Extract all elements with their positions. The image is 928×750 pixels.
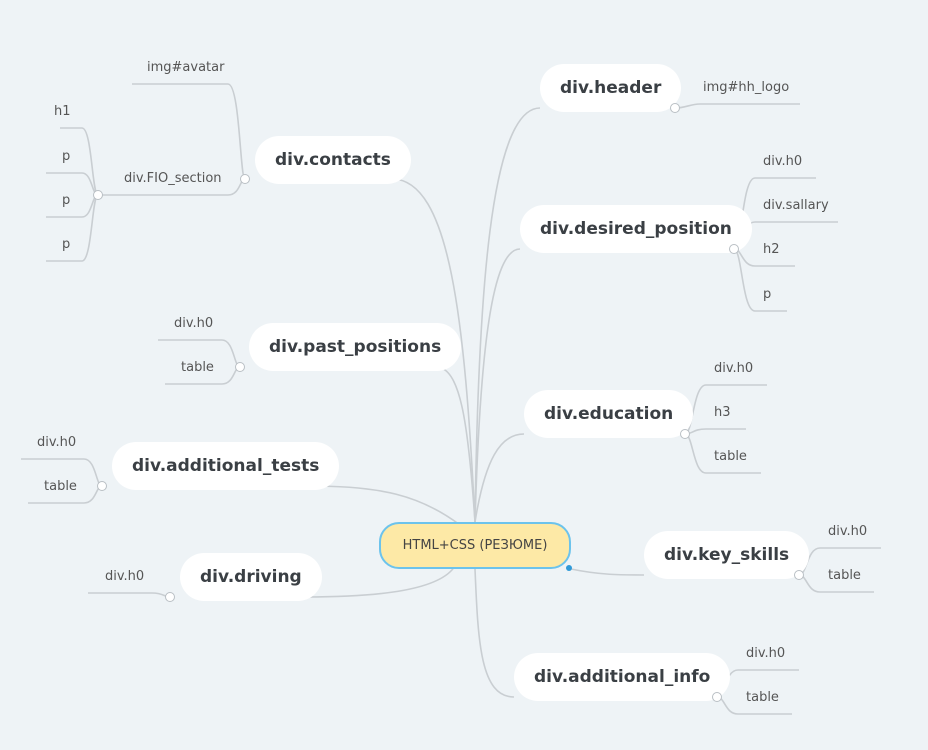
leaf-hh-logo[interactable]: img#hh_logo: [703, 80, 790, 95]
leaf-fio-h1[interactable]: h1: [54, 104, 71, 119]
collapse-toggle-contacts[interactable]: [240, 174, 250, 184]
collapse-toggle-desired-position[interactable]: [729, 244, 739, 254]
topic-contacts[interactable]: div.contacts: [255, 136, 411, 184]
collapse-toggle-driving[interactable]: [165, 592, 175, 602]
leaf-fio-p-1[interactable]: p: [62, 149, 71, 164]
leaf-fio-p-2[interactable]: p: [62, 193, 71, 208]
leaf-education-h3[interactable]: h3: [714, 405, 731, 420]
collapse-toggle-education[interactable]: [680, 429, 690, 439]
collapse-toggle-key-skills[interactable]: [794, 570, 804, 580]
connector-fio-leaf-3: [46, 194, 99, 262]
connector-root-additional-tests: [309, 485, 461, 526]
leaf-desired-h2[interactable]: h2: [763, 242, 780, 257]
topic-past-positions[interactable]: div.past_positions: [249, 323, 462, 371]
leaf-desired-h0[interactable]: div.h0: [763, 154, 803, 169]
topic-key-skills[interactable]: div.key_skills: [644, 531, 810, 579]
leaf-additional-info-h0[interactable]: div.h0: [746, 646, 786, 661]
connector-root-header: [474, 107, 541, 523]
connector-root-education: [474, 433, 525, 523]
leaf-fio-section[interactable]: div.FIO_section: [124, 171, 222, 186]
collapse-toggle-past-positions[interactable]: [235, 362, 245, 372]
connector-root-desired-position: [474, 248, 521, 523]
topic-additional-tests[interactable]: div.additional_tests: [112, 442, 340, 490]
connector-fio-leaf-1: [46, 172, 99, 196]
leaf-additional-info-table[interactable]: table: [746, 690, 779, 705]
root-resize-handle[interactable]: [566, 565, 572, 571]
collapse-toggle-additional-info[interactable]: [712, 692, 722, 702]
connector-root-contacts: [391, 178, 476, 523]
topic-education[interactable]: div.education: [524, 390, 694, 438]
leaf-avatar[interactable]: img#avatar: [147, 60, 225, 75]
connector-root-key-skills: [570, 568, 645, 576]
leaf-education-table[interactable]: table: [714, 449, 747, 464]
connector-fio-leaf-2: [46, 194, 99, 218]
connector-contacts-avatar: [132, 83, 246, 180]
connector-education-leaf-1: [684, 428, 746, 435]
connector-root-past-positions: [435, 366, 476, 523]
leaf-desired-sallary[interactable]: div.sallary: [763, 198, 829, 213]
leaf-driving-h0[interactable]: div.h0: [105, 569, 145, 584]
connector-header-leaf: [674, 103, 800, 109]
connector-root-driving: [305, 565, 456, 598]
topic-additional-info[interactable]: div.additional_info: [514, 653, 731, 701]
leaf-fio-p-3[interactable]: p: [62, 237, 71, 252]
collapse-toggle-additional-tests[interactable]: [97, 481, 107, 491]
leaf-past-table[interactable]: table: [181, 360, 214, 375]
root-node[interactable]: HTML+CSS (РЕЗЮМЕ): [379, 522, 571, 569]
connector-root-additional-info: [474, 568, 515, 698]
topic-header[interactable]: div.header: [540, 64, 682, 112]
collapse-toggle-fio-section[interactable]: [93, 190, 103, 200]
topic-desired-position[interactable]: div.desired_position: [520, 205, 752, 253]
leaf-past-h0[interactable]: div.h0: [174, 316, 214, 331]
leaf-key-skills-table[interactable]: table: [828, 568, 861, 583]
root-label: HTML+CSS (РЕЗЮМЕ): [402, 538, 548, 553]
leaf-desired-p[interactable]: p: [763, 287, 772, 302]
leaf-tests-h0[interactable]: div.h0: [37, 435, 77, 450]
connector-desired-leaf-3: [733, 248, 787, 312]
leaf-key-skills-h0[interactable]: div.h0: [828, 524, 868, 539]
leaf-education-h0[interactable]: div.h0: [714, 361, 754, 376]
connector-driving-leaf: [88, 592, 171, 598]
leaf-tests-table[interactable]: table: [44, 479, 77, 494]
topic-driving[interactable]: div.driving: [180, 553, 322, 601]
collapse-toggle-header[interactable]: [670, 103, 680, 113]
